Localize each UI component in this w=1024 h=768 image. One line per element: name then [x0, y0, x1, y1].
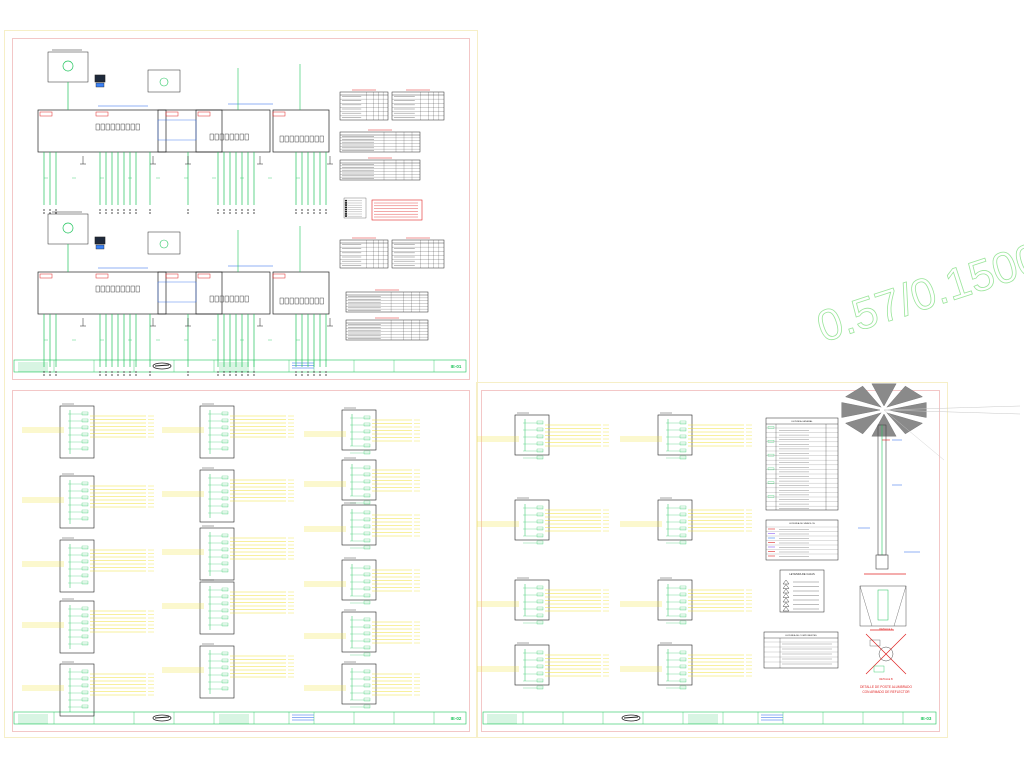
legend-components-title: LEYENDA DE COMPONENTES: [785, 634, 817, 637]
sheet-3-border: [481, 390, 940, 732]
detail-a-label: DETALLE A: [879, 628, 892, 631]
panel-block-s2c-5: [304, 661, 420, 709]
schedule-table-1: [339, 89, 389, 121]
schedule-table-2: [391, 89, 445, 121]
legend-simbolos-title: LEYENDA DE SIMBOLOS: [789, 522, 815, 525]
panel-block-s2b-2: [162, 525, 294, 581]
legend-components: LEYENDA DE COMPONENTES: [763, 631, 839, 669]
single-line-diagram-2: [37, 211, 333, 376]
scale-annotation: 0.57/0.1500: [811, 234, 1024, 352]
panel-block-s3a-0: [477, 412, 609, 460]
panel-block-s2c-3: [304, 557, 420, 605]
panel-block-s2a-3: [22, 598, 154, 654]
schedule-table-5: [339, 237, 389, 269]
single-line-diagram-1: [37, 49, 333, 214]
detail-subtitle: CON ARMADO DE REFLECTOR: [862, 690, 910, 694]
legend-simbolos: LEYENDA DE SIMBOLOS: [765, 519, 839, 561]
panel-block-s2c-1: [304, 457, 420, 505]
notes-box: [371, 199, 423, 221]
sheet-code-1: IE-01: [451, 364, 462, 369]
panel-block-s3a-2: [477, 577, 609, 625]
panel-block-s3b-0: [620, 412, 752, 460]
title-block-3: IE-03: [482, 711, 937, 725]
panel-block-s2b-0: [162, 403, 294, 459]
legend-general: LEYENDA GENERAL: [765, 417, 839, 511]
outer-frame-right: [476, 382, 948, 738]
schedule-table-3: [339, 129, 421, 153]
detail-b-label: DETALLE B: [879, 678, 893, 681]
panel-block-s2a-1: [22, 473, 154, 529]
panel-block-s3b-3: [620, 642, 752, 690]
sheet-1-border: [12, 38, 470, 380]
panel-block-s2b-4: [162, 643, 294, 699]
panel-block-s3a-3: [477, 642, 609, 690]
panel-block-s2c-4: [304, 609, 420, 657]
panel-block-s2c-2: [304, 502, 420, 550]
small-legend: [343, 197, 367, 219]
title-block-1: IE-01: [13, 359, 467, 373]
panel-block-s3a-1: [477, 497, 609, 545]
panel-block-s2a-4: [22, 661, 154, 717]
outer-frame-left: [4, 30, 478, 738]
sheet-2-border: [12, 390, 470, 732]
legend-general-title: LEYENDA GENERAL: [791, 420, 813, 423]
title-block-2: IE-02: [13, 711, 467, 725]
schedule-table-4: [339, 157, 421, 181]
detail-title: DETALLE DE POSTE ALUMBRADO: [860, 685, 912, 689]
panel-block-s2a-2: [22, 537, 154, 593]
sheet-code-3: IE-03: [921, 716, 932, 721]
panel-block-s2b-1: [162, 467, 294, 523]
panel-block-s2a-0: [22, 403, 154, 459]
panel-block-s3b-2: [620, 577, 752, 625]
legend-cajas: LEYENDA DE CAJAS: [779, 569, 825, 613]
legend-cajas-title: LEYENDA DE CAJAS: [789, 572, 815, 576]
schedule-table-8: [345, 317, 429, 341]
panel-block-s3b-1: [620, 497, 752, 545]
sheet-code-2: IE-02: [451, 716, 462, 721]
panel-block-s2b-3: [162, 579, 294, 635]
schedule-table-7: [345, 289, 429, 313]
panel-block-s2c-0: [304, 407, 420, 455]
schedule-table-6: [391, 237, 445, 269]
